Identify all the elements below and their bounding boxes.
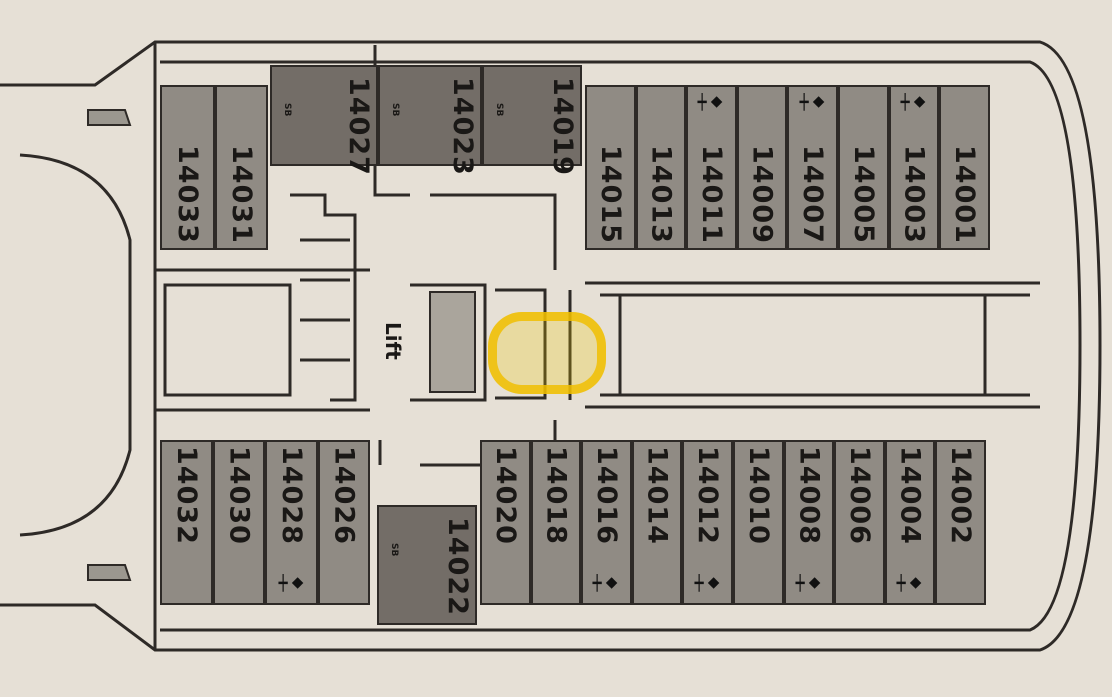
- cabin-14004[interactable]: 14004 ┿◆: [884, 440, 936, 605]
- cabin-number: 14032: [171, 446, 202, 545]
- cabin-14027[interactable]: 14027 SB: [270, 65, 378, 176]
- connecting-cabin-icon: ┿◆: [896, 573, 924, 592]
- cabin-14022[interactable]: 14022 SB: [377, 505, 477, 625]
- cabin-14031[interactable]: 14031: [215, 85, 268, 250]
- cabin-number: 14026: [328, 446, 360, 545]
- cabin-14013[interactable]: 14013: [635, 85, 687, 250]
- connecting-cabin-icon: ┿◆: [697, 93, 725, 112]
- suite-marker: SB: [494, 103, 504, 117]
- cabin-number: 14014: [641, 446, 673, 545]
- cabin-14002[interactable]: 14002: [935, 440, 986, 605]
- cabin-14018[interactable]: 14018: [530, 440, 582, 605]
- cabin-14033[interactable]: 14033: [160, 85, 215, 250]
- suite-marker: SB: [389, 543, 399, 557]
- cabin-14006[interactable]: 14006: [834, 440, 885, 605]
- cabin-14016[interactable]: 14016 ┿◆: [581, 440, 632, 605]
- cabin-number: 14009: [746, 145, 778, 244]
- cabin-14020[interactable]: 14020: [480, 440, 531, 605]
- cabin-number: 14004: [894, 446, 926, 545]
- suite-marker: SB: [282, 103, 292, 117]
- cabin-number: 14010: [742, 446, 774, 545]
- cabin-14026[interactable]: 14026: [318, 440, 370, 605]
- cabin-number: 14028: [276, 446, 307, 545]
- cabin-14019[interactable]: 14019 SB: [482, 65, 582, 176]
- cabin-number: 14023: [447, 77, 478, 176]
- cabin-14007[interactable]: 14007 ┿◆: [787, 85, 838, 250]
- cabin-14005[interactable]: 14005: [838, 85, 889, 250]
- cabin-number: 14001: [948, 145, 980, 244]
- cabin-14012[interactable]: 14012 ┿◆: [682, 440, 733, 605]
- cabin-number: 14018: [540, 446, 572, 545]
- connecting-cabin-icon: ┿◆: [799, 93, 827, 112]
- cabin-number: 14030: [223, 446, 255, 545]
- cabin-14014[interactable]: 14014: [631, 440, 683, 605]
- cabin-number: 14006: [843, 446, 875, 545]
- cabin-number: 14033: [172, 145, 203, 244]
- cabin-14003[interactable]: 14003 ┿◆: [888, 85, 940, 250]
- suite-marker: SB: [390, 103, 400, 117]
- connecting-cabin-icon: ┿◆: [592, 573, 620, 592]
- cabin-number: 14022: [442, 517, 473, 616]
- cabin-14030[interactable]: 14030: [213, 440, 265, 605]
- cabin-number: 14016: [590, 446, 622, 545]
- cabin-number: 14031: [226, 145, 257, 244]
- connecting-cabin-icon: ┿◆: [277, 573, 306, 592]
- cabin-number: 14020: [489, 446, 521, 545]
- cabin-number: 14027: [343, 77, 374, 176]
- cabin-14032[interactable]: 14032: [160, 440, 213, 605]
- cabin-number: 14013: [645, 145, 677, 244]
- cabin-number: 14005: [847, 145, 879, 244]
- cabin-14023[interactable]: 14023 SB: [378, 65, 482, 176]
- lift-label: Lift: [381, 322, 405, 360]
- cabin-14001[interactable]: 14001: [939, 85, 990, 250]
- cabin-14008[interactable]: 14008 ┿◆: [783, 440, 835, 605]
- cabin-number: 14002: [945, 446, 977, 545]
- cabin-14011[interactable]: 14011 ┿◆: [686, 85, 737, 250]
- cabin-number: 14003: [898, 145, 930, 244]
- cabin-14010[interactable]: 14010: [733, 440, 784, 605]
- connecting-cabin-icon: ┿◆: [795, 573, 823, 592]
- cabin-14028[interactable]: 14028 ┿◆: [265, 440, 318, 605]
- cabin-number: 14019: [547, 77, 578, 176]
- cabin-14009[interactable]: 14009: [736, 85, 788, 250]
- cabin-number: 14007: [797, 145, 829, 244]
- cabin-number: 14011: [695, 145, 727, 244]
- highlight-marker: [488, 312, 606, 394]
- cabin-number: 14015: [594, 145, 626, 244]
- cabin-number: 14012: [692, 446, 724, 545]
- cabin-14015[interactable]: 14015: [585, 85, 636, 250]
- connecting-cabin-icon: ┿◆: [694, 573, 722, 592]
- connecting-cabin-icon: ┿◆: [900, 93, 928, 112]
- cabin-number: 14008: [793, 446, 825, 545]
